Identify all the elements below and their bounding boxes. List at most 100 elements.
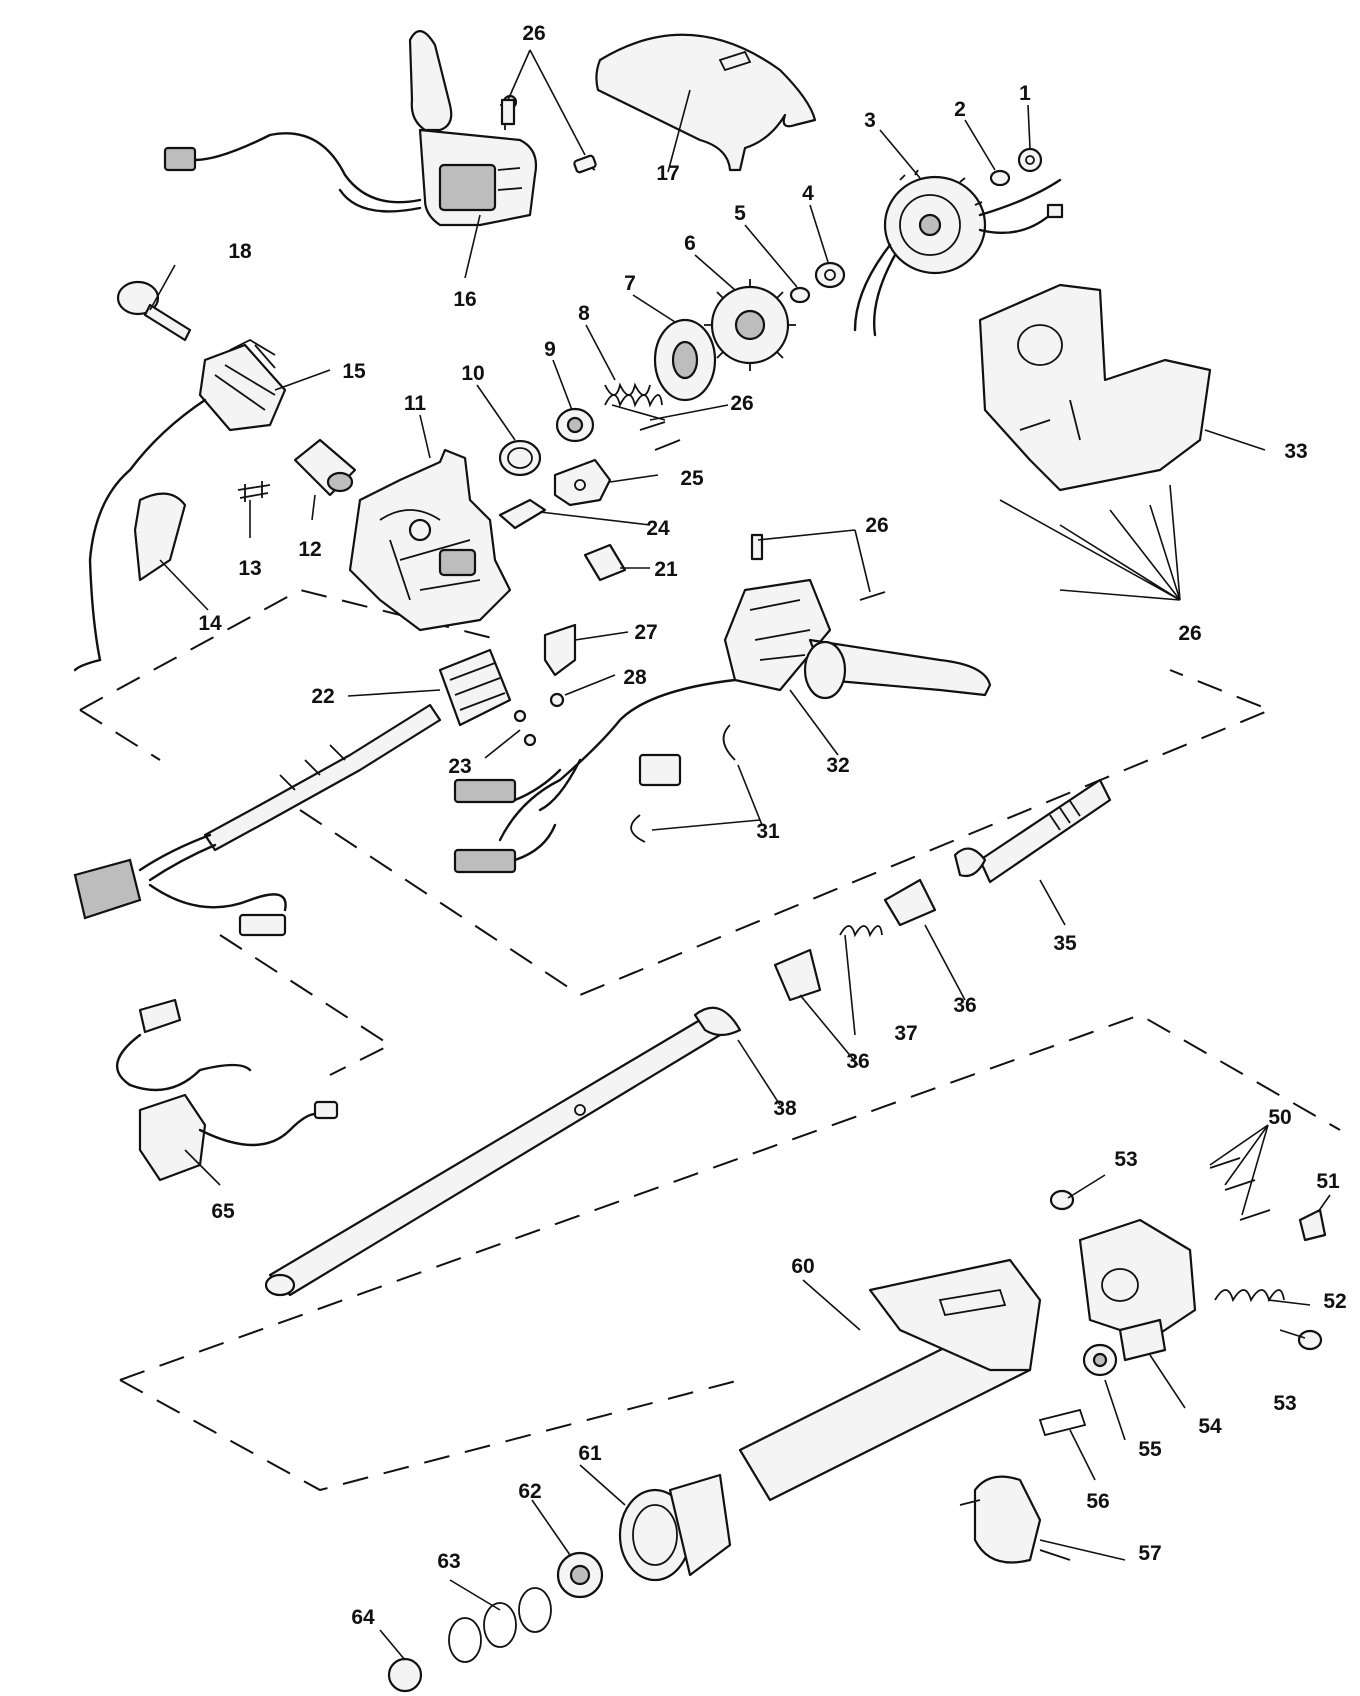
part-36-sphere-upper (883, 878, 937, 927)
callout-12: 12 (298, 538, 321, 561)
part-10-ring (498, 439, 542, 477)
callout-50: 50 (1268, 1106, 1291, 1129)
callout-28: 28 (623, 666, 647, 689)
part-9-bearing (555, 407, 595, 443)
part-65-connector (115, 998, 339, 1182)
callout-24: 24 (646, 517, 670, 540)
part-7-race (653, 318, 717, 402)
callout-33: 33 (1284, 440, 1307, 463)
part-25-rack (553, 458, 612, 507)
part-32-multifunction-switch (453, 578, 992, 874)
callout-52: 52 (1323, 1290, 1346, 1313)
part-53-sleeve-b (1297, 1329, 1323, 1351)
part-63-rings (448, 1587, 552, 1663)
part-57-bracket (959, 1475, 1071, 1564)
callout-38: 38 (773, 1097, 797, 1120)
callout-5: 5 (734, 202, 746, 225)
part-8-spring (604, 382, 663, 408)
callout-6: 6 (684, 232, 696, 255)
callout-64: 64 (351, 1606, 375, 1629)
part-51-pin (1298, 1208, 1327, 1242)
part-12-lock-cylinder (293, 438, 357, 497)
part-38-lower-shaft (264, 1006, 742, 1297)
callout-17: 17 (656, 162, 679, 185)
callout-14: 14 (198, 612, 222, 635)
callout-22: 22 (311, 685, 334, 708)
part-5-ring (789, 286, 811, 304)
part-11-housing (348, 448, 512, 632)
callout-55: 55 (1138, 1438, 1162, 1461)
part-23-screws (513, 709, 537, 747)
part-53-sleeve-a (1049, 1189, 1075, 1211)
part-1-nut (1017, 147, 1043, 173)
part-15-ignition-switch (73, 338, 287, 672)
callout-65: 65 (211, 1200, 235, 1223)
callout-4: 4 (802, 182, 814, 205)
part-3-coil-assembly (853, 169, 1064, 337)
leader-lines (149, 49, 1331, 1661)
callout-labels: 1 2 3 4 5 6 7 8 9 10 11 12 13 14 15 16 1… (198, 22, 1346, 1629)
callout-10: 10 (461, 362, 484, 385)
callout-53-a: 53 (1114, 1148, 1137, 1171)
callout-26-b: 26 (730, 392, 753, 415)
callout-26-a: 26 (522, 22, 545, 45)
callout-26-c: 26 (865, 514, 888, 537)
part-31-rings (630, 724, 736, 843)
part-64-retainer (387, 1657, 423, 1693)
callout-18: 18 (228, 240, 252, 263)
callout-11: 11 (404, 392, 427, 415)
part-62-bearing (556, 1551, 604, 1599)
callout-13: 13 (238, 557, 261, 580)
callout-37: 37 (894, 1022, 917, 1045)
part-33-lower-cover (978, 283, 1212, 492)
part-55-bushing (1082, 1343, 1118, 1377)
callout-35: 35 (1053, 932, 1077, 955)
part-37-spring (839, 925, 883, 938)
callout-51: 51 (1316, 1170, 1340, 1193)
part-35-upper-shaft (953, 778, 1112, 884)
part-36-sphere-lower (773, 948, 822, 1002)
part-6-cancel-cam (704, 279, 796, 371)
part-22-wiring-harness (73, 648, 512, 937)
part-18-key-lever (116, 280, 192, 342)
callout-16: 16 (453, 288, 476, 311)
part-13-clip (237, 481, 271, 502)
callout-32: 32 (826, 754, 849, 777)
part-16-lever-switch (163, 30, 597, 227)
callout-36-b: 36 (846, 1050, 869, 1073)
callout-2: 2 (954, 98, 966, 121)
callout-3: 3 (864, 109, 876, 132)
callout-61: 61 (578, 1442, 602, 1465)
part-4-washer (814, 261, 846, 289)
part-14-shield (133, 492, 187, 582)
callout-1: 1 (1019, 82, 1031, 105)
callout-23: 23 (448, 755, 471, 778)
part-60-jacket (738, 1258, 1042, 1502)
part-54-lever (1118, 1318, 1167, 1362)
part-2-washer (989, 169, 1011, 187)
callout-25: 25 (680, 467, 704, 490)
callout-7: 7 (624, 272, 636, 295)
callout-57: 57 (1138, 1542, 1161, 1565)
part-21-bracket (583, 543, 627, 582)
part-17-upper-cover (595, 33, 817, 172)
callout-63: 63 (437, 1550, 460, 1573)
callout-9: 9 (544, 338, 556, 361)
part-56-clip (1038, 1408, 1087, 1437)
callout-56: 56 (1086, 1490, 1109, 1513)
part-50-screws (1209, 1157, 1271, 1221)
callout-31: 31 (756, 820, 780, 843)
callout-26-d: 26 (1178, 622, 1201, 645)
part-61-bearing-adapter (618, 1473, 732, 1582)
part-52-spring (1214, 1289, 1285, 1303)
part-26-screws (500, 98, 886, 601)
callout-60: 60 (791, 1255, 814, 1278)
part-24-pivot-pin (498, 498, 547, 530)
callout-36-a: 36 (953, 994, 976, 1017)
callout-62: 62 (518, 1480, 541, 1503)
part-28-screw (549, 692, 565, 708)
callout-54: 54 (1198, 1415, 1222, 1438)
callout-8: 8 (578, 302, 590, 325)
callout-15: 15 (342, 360, 366, 383)
